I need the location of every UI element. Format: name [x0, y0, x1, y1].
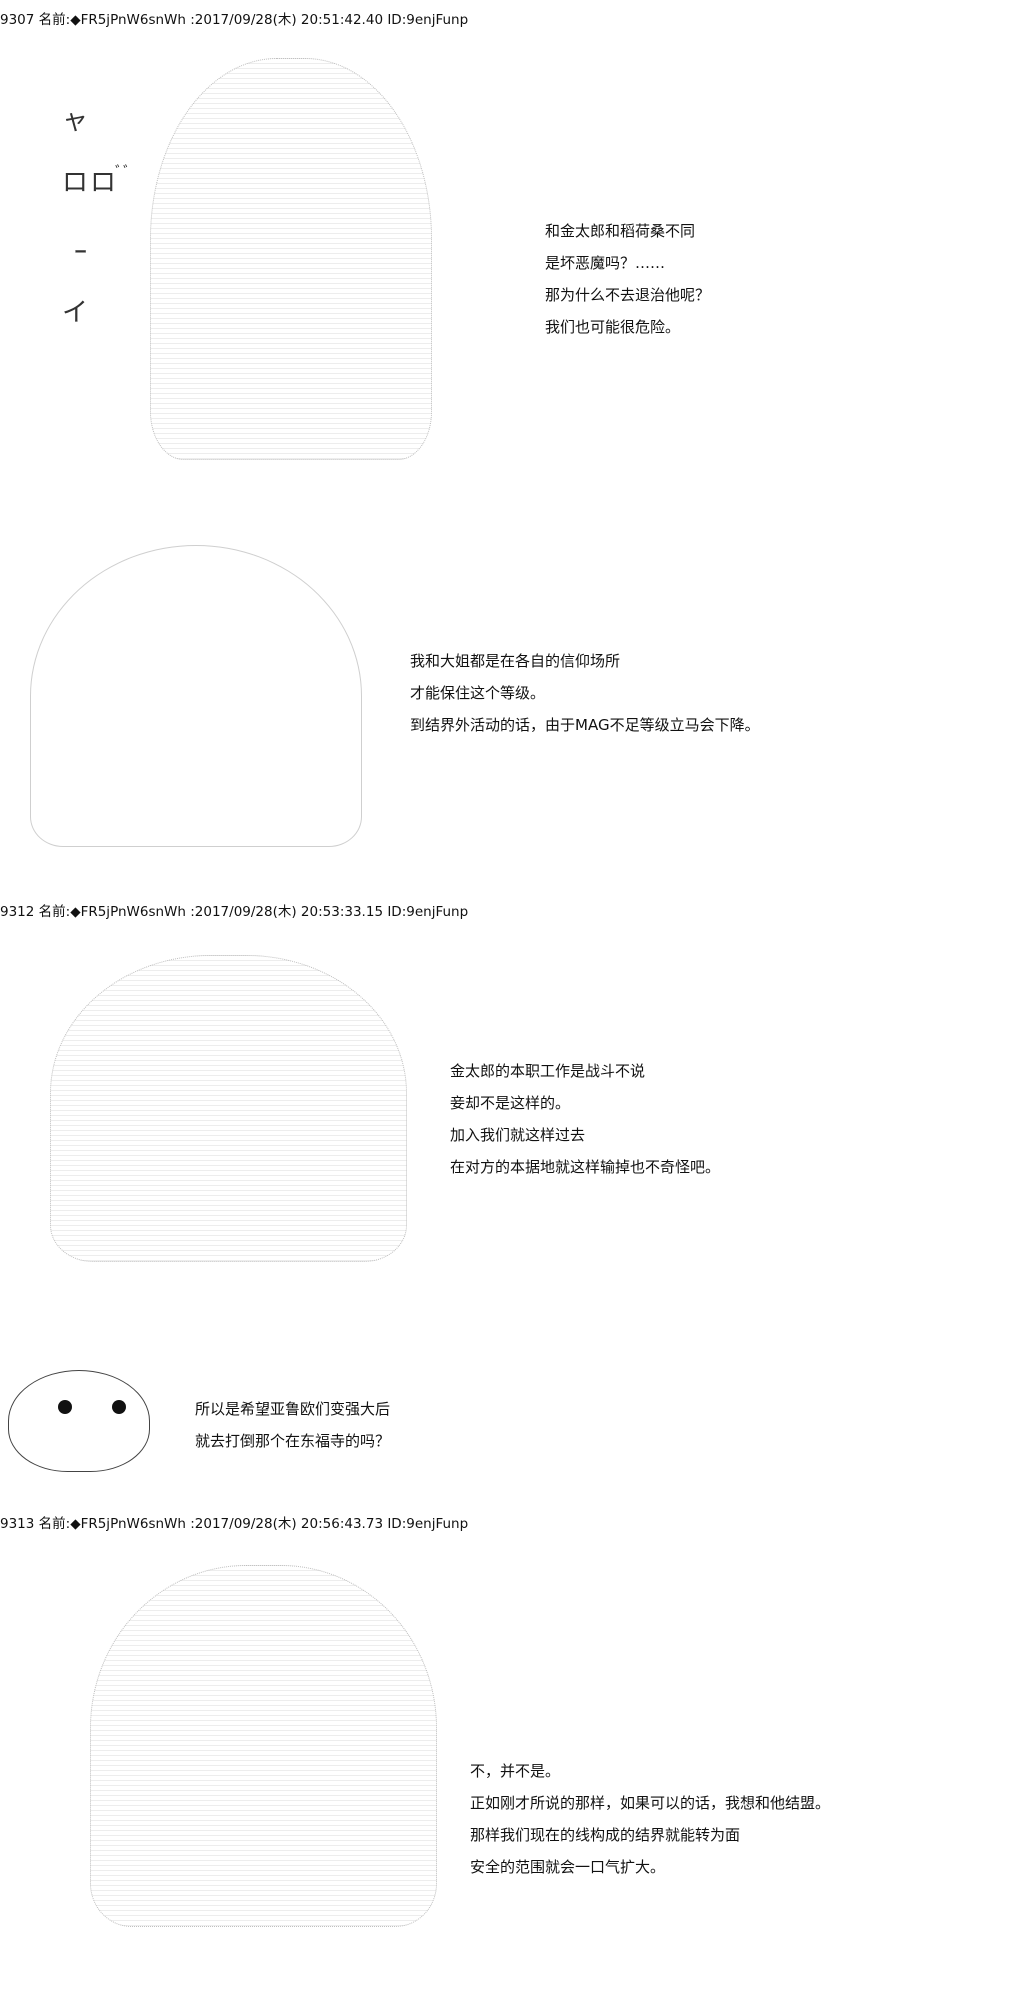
dialogue-line: 加入我们就这样过去 [450, 1126, 586, 1144]
dialogue-block: 和金太郎和稻荷桑不同 是坏恶魔吗？…… 那为什么不去退治他呢？ 我们也可能很危险… [545, 215, 710, 343]
ascii-art-character [150, 58, 432, 460]
dialogue-line: 正如刚才所说的那样，如果可以的话，我想和他结盟。 [470, 1794, 831, 1812]
post-header: 9312 名前:◆FR5jPnW6snWh :2017/09/28(木) 20:… [0, 904, 469, 920]
sfx-text: イ [62, 298, 89, 328]
dialogue-line: 不，并不是。 [470, 1762, 561, 1780]
ascii-art-character [50, 955, 407, 1262]
eye-icon [112, 1400, 126, 1414]
dialogue-line: 所以是希望亚鲁欧们变强大后 [195, 1400, 391, 1418]
dialogue-line: 到结界外活动的话，由于MAG不足等级立马会下降。 [410, 716, 760, 734]
yaruo-face [8, 1370, 150, 1472]
post-header: 9307 名前:◆FR5jPnW6snWh :2017/09/28(木) 20:… [0, 12, 469, 28]
dialogue-line: 才能保住这个等级。 [410, 684, 546, 702]
sfx-text: ｰ [74, 238, 88, 268]
dialogue-line: 安全的范围就会一口气扩大。 [470, 1858, 666, 1876]
dialogue-block: 不，并不是。 正如刚才所说的那样，如果可以的话，我想和他结盟。 那样我们现在的线… [470, 1755, 830, 1883]
dialogue-block: 我和大姐都是在各自的信仰场所 才能保住这个等级。 到结界外活动的话，由于MAG不… [410, 645, 760, 741]
dialogue-line: 那样我们现在的线构成的结界就能转为面 [470, 1826, 741, 1844]
sfx-text: ロ [90, 168, 117, 198]
dialogue-line: 是坏恶魔吗？…… [545, 254, 666, 272]
sfx-text: ﾞﾞ [115, 163, 132, 182]
dialogue-line: 妾却不是这样的。 [450, 1094, 571, 1112]
ascii-art-character [90, 1565, 437, 1927]
dialogue-line: 我们也可能很危险。 [545, 318, 681, 336]
dialogue-line: 和金太郎和稻荷桑不同 [545, 222, 696, 240]
dialogue-block: 所以是希望亚鲁欧们变强大后 就去打倒那个在东福寺的吗？ [195, 1393, 390, 1457]
sfx-text: ロ [62, 168, 89, 198]
dialogue-line: 就去打倒那个在东福寺的吗？ [195, 1432, 391, 1450]
sfx-text: ャ [62, 106, 89, 136]
dialogue-line: 金太郎的本职工作是战斗不说 [450, 1062, 646, 1080]
dialogue-line: 我和大姐都是在各自的信仰场所 [410, 652, 621, 670]
dialogue-line: 在对方的本据地就这样输掉也不奇怪吧。 [450, 1158, 721, 1176]
dialogue-block: 金太郎的本职工作是战斗不说 妾却不是这样的。 加入我们就这样过去 在对方的本据地… [450, 1055, 720, 1183]
dialogue-line: 那为什么不去退治他呢？ [545, 286, 711, 304]
ascii-art-character [30, 545, 362, 847]
post-header: 9313 名前:◆FR5jPnW6snWh :2017/09/28(木) 20:… [0, 1516, 469, 1532]
eye-icon [58, 1400, 72, 1414]
